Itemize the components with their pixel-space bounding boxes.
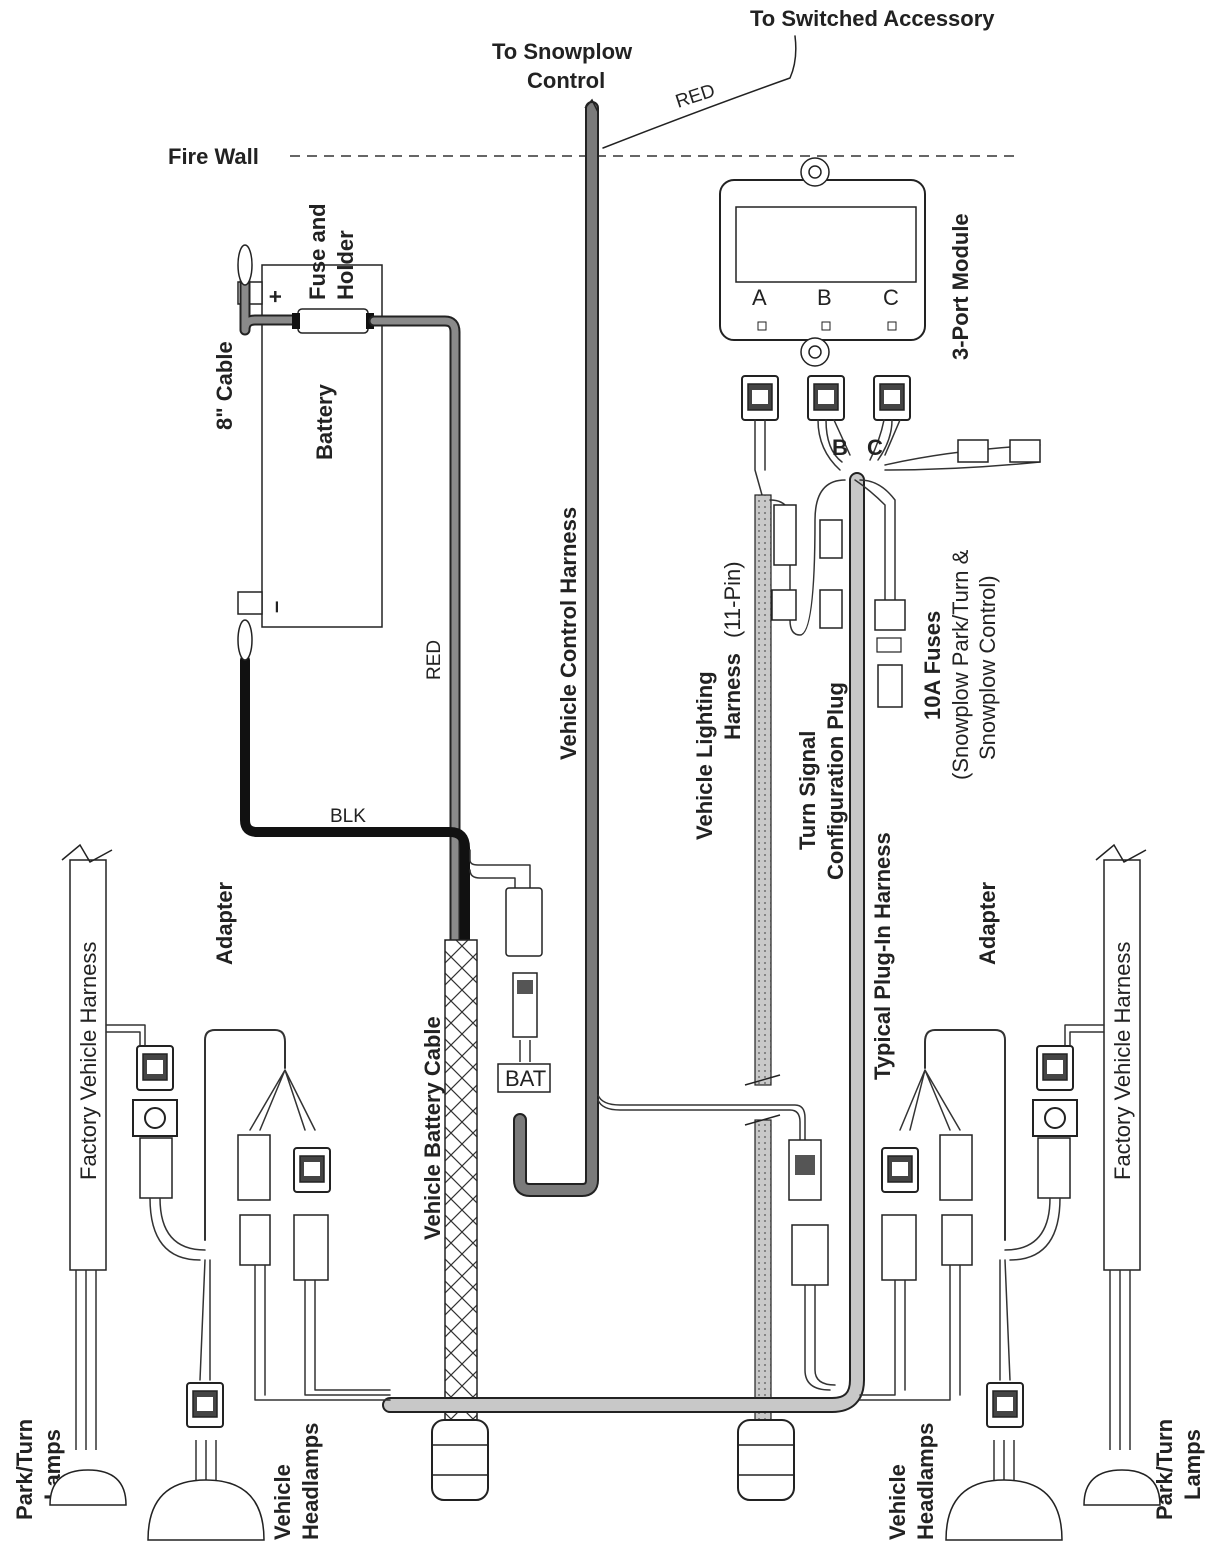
fuse-holder-label-2: Holder: [333, 230, 358, 300]
to-switched-accessory-label: To Switched Accessory: [750, 6, 995, 31]
port-a-label: A: [752, 285, 767, 310]
factory-harness-left-label: Factory Vehicle Harness: [76, 942, 101, 1180]
adapter-connector-left-b: [293, 1147, 331, 1193]
fuses-note-2: Snowplow Control): [975, 575, 1000, 760]
fuses-label: 10A Fuses: [920, 611, 945, 720]
park-turn-lamp-right: [1083, 1469, 1161, 1506]
park-turn-lamp-left: [49, 1469, 127, 1506]
battery-cable-red: [368, 315, 461, 946]
turn-signal-plug-label-2: Configuration Plug: [823, 682, 848, 880]
cable-8in-label: 8" Cable: [212, 341, 237, 430]
port-b-connector: [807, 375, 845, 421]
plug-b-label: B: [832, 435, 848, 460]
headlamps-right-label: Vehicle: [885, 1464, 910, 1540]
fuse-puller: [877, 664, 903, 708]
park-turn-right-label-2: Lamps: [1180, 1429, 1205, 1500]
battery-negative-terminal: [237, 591, 263, 615]
park-turn-left-label: Park/Turn: [12, 1419, 37, 1520]
fire-wall-label: Fire Wall: [168, 144, 259, 169]
factory-harness-right: [1103, 859, 1141, 1271]
vehicle-battery-cable: [444, 939, 478, 1421]
battery-cable-blk: [240, 655, 470, 945]
port-b-label: B: [817, 285, 832, 310]
adapter-connector-right-a: [881, 1147, 919, 1193]
fuse-holder: [297, 308, 369, 334]
port-c-connector: [873, 375, 911, 421]
battery-label: Battery: [312, 383, 337, 460]
switched-accessory-wire: [602, 35, 797, 149]
factory-harness-left: [69, 859, 107, 1271]
typical-plugin-harness-label: Typical Plug-In Harness: [870, 832, 895, 1080]
vehicle-control-harness-label: Vehicle Control Harness: [556, 507, 581, 760]
headlamp-right: [945, 1479, 1063, 1541]
headlamp-connector-left: [186, 1382, 224, 1428]
bat-tag: [497, 1063, 551, 1093]
battery-cable-plug: [431, 1419, 489, 1501]
vehicle-lighting-harness: [754, 494, 772, 1086]
vehicle-lighting-harness-pin-label: (11-Pin): [720, 561, 745, 638]
bat-tag-label: BAT: [505, 1066, 546, 1091]
factory-connector-right-top: [1036, 1045, 1074, 1091]
headlamps-left-label: Vehicle: [270, 1464, 295, 1540]
port-a-connector: [741, 375, 779, 421]
vehicle-battery-cable-label: Vehicle Battery Cable: [420, 1016, 445, 1240]
plugin-harness-connector: [788, 1139, 822, 1201]
three-port-module-label: 3-Port Module: [948, 213, 973, 360]
to-snowplow-control-label-2: Control: [527, 68, 605, 93]
battery-minus-label: –: [263, 601, 288, 613]
three-port-module: [719, 157, 926, 367]
factory-connector-right-bottom: [1032, 1099, 1078, 1137]
bat-harness-connector: [505, 887, 543, 957]
adapter-left-label: Adapter: [212, 881, 237, 965]
blk-wire-label: BLK: [330, 806, 366, 827]
adapter-connector-right-b: [939, 1134, 973, 1201]
vehicle-lighting-harness-label-2: Harness: [720, 653, 745, 740]
adapter-connector-left-a: [237, 1134, 271, 1201]
port-c-label: C: [883, 285, 899, 310]
fuses-note: (Snowplow Park/Turn &: [948, 549, 973, 780]
headlamps-right-label-2: Headlamps: [913, 1423, 938, 1540]
factory-connector-left-top: [136, 1045, 174, 1091]
battery-plus-label: +: [263, 290, 288, 303]
to-snowplow-control-label: To Snowplow: [492, 39, 633, 64]
red-wire-top-label: RED: [673, 80, 718, 112]
vehicle-lighting-harness-label: Vehicle Lighting: [692, 671, 717, 840]
adapter-right-label: Adapter: [975, 881, 1000, 965]
headlamp-left: [147, 1479, 265, 1541]
turn-signal-plug-label: Turn Signal: [795, 731, 820, 850]
red-wire-label: RED: [424, 640, 445, 680]
factory-connector-left-bottom: [132, 1099, 178, 1137]
fuse-holder-label: Fuse and: [305, 203, 330, 300]
headlamps-left-label-2: Headlamps: [298, 1423, 323, 1540]
factory-harness-right-label: Factory Vehicle Harness: [1110, 942, 1135, 1180]
plug-c-label: C: [867, 435, 883, 460]
headlamp-connector-right: [986, 1382, 1024, 1428]
lighting-harness-plug: [737, 1419, 795, 1501]
fuse-connector: [874, 599, 906, 631]
